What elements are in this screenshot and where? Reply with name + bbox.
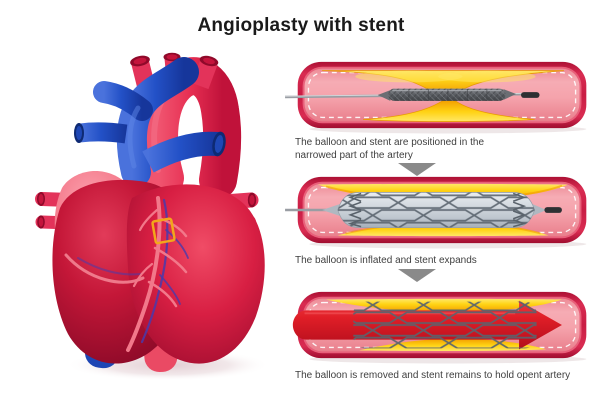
plaque-bottom <box>363 99 535 122</box>
plaque-highlight <box>355 70 463 83</box>
catheter-tip <box>521 92 540 98</box>
catheter-tip <box>544 207 562 213</box>
balloon-taper-right <box>532 204 547 216</box>
stage2-artery-illustration <box>285 176 587 249</box>
stage2-caption: The balloon is inflated and stent expand… <box>295 255 477 266</box>
stenosis-site-marker <box>151 217 176 245</box>
stent-mesh <box>353 301 537 349</box>
procedure-stages: The balloon and stent are positioned in … <box>285 52 595 401</box>
stent-mesh <box>337 192 535 228</box>
pulmonary-artery <box>74 57 226 187</box>
down-arrow-icon <box>398 163 436 176</box>
down-arrow-icon <box>398 269 436 282</box>
stent-edge-loops <box>347 192 527 228</box>
stage1-caption: The balloon and stent are positioned in … <box>295 137 485 161</box>
heart-illustration <box>28 50 286 395</box>
stage3-artery-illustration <box>292 291 587 364</box>
compressed-stent <box>377 88 517 101</box>
heart-svg <box>35 52 270 381</box>
stage1-artery-illustration <box>285 61 587 134</box>
page-title: Angioplasty with stent <box>197 15 405 36</box>
stage3-caption: The balloon is removed and stent remains… <box>295 370 571 381</box>
plaque-highlight <box>438 70 536 83</box>
balloon-taper-left <box>322 204 340 216</box>
